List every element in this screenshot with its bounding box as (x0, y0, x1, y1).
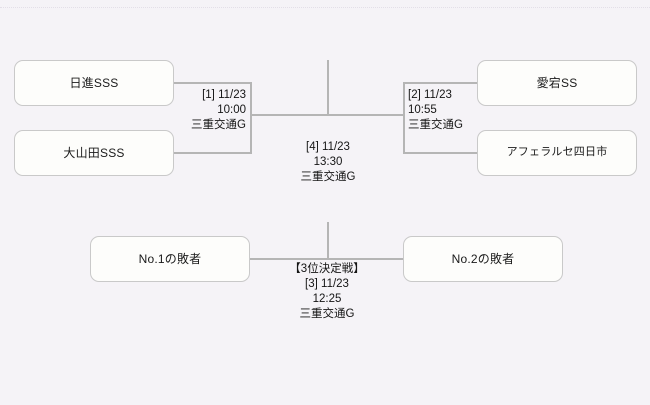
connector-left-top-stub (174, 82, 252, 84)
connector-third-right-stub (327, 258, 405, 260)
match-2-time: 10:55 (408, 104, 437, 116)
slot-left-bottom-label: 大山田SSS (63, 145, 125, 160)
slot-right-top[interactable]: 愛宕SS (477, 60, 637, 106)
connector-third-drop (327, 222, 329, 260)
match-3-time: 12:25 (312, 293, 342, 305)
slot-left-top-label: 日進SSS (69, 75, 119, 90)
match-2-info: [2] 11/23 10:55 三重交通G (408, 88, 478, 133)
slot-right-top-label: 愛宕SS (536, 75, 578, 90)
match-4-date: [4] 11/23 (306, 141, 350, 153)
match-3-heading: 【3位決定戦】 (289, 263, 365, 275)
connector-right-bottom-stub (403, 152, 479, 154)
match-3-venue: 三重交通G (299, 308, 355, 320)
match-1-info: [1] 11/23 10:00 三重交通G (178, 88, 246, 133)
match-3-info: 【3位決定戦】 [3] 11/23 12:25 三重交通G (257, 262, 397, 322)
match-2-venue: 三重交通G (408, 119, 463, 131)
slot-third-left-label: No.1の敗者 (138, 251, 202, 266)
slot-left-top[interactable]: 日進SSS (14, 60, 174, 106)
slot-right-bottom[interactable]: アフェラルセ四日市 (477, 130, 637, 176)
slot-third-right-label: No.2の敗者 (451, 251, 515, 266)
slot-third-left[interactable]: No.1の敗者 (90, 236, 250, 282)
connector-right-top-stub (403, 82, 479, 84)
match-1-date: [1] 11/23 (202, 89, 246, 101)
connector-left-spine (250, 82, 252, 154)
match-2-date: [2] 11/23 (408, 89, 452, 101)
connector-right-spine (403, 82, 405, 154)
connector-left-output (250, 114, 328, 116)
page-top-divider (0, 7, 650, 9)
connector-third-left-stub (250, 258, 328, 260)
connector-right-output (327, 114, 405, 116)
connector-left-bottom-stub (174, 152, 252, 154)
match-4-time: 13:30 (313, 156, 343, 168)
match-3-date: [3] 11/23 (305, 278, 349, 290)
match-4-info: [4] 11/23 13:30 三重交通G (268, 140, 388, 185)
slot-third-right[interactable]: No.2の敗者 (403, 236, 563, 282)
match-1-venue: 三重交通G (191, 119, 246, 131)
slot-left-bottom[interactable]: 大山田SSS (14, 130, 174, 176)
match-1-time: 10:00 (217, 104, 246, 116)
connector-final-drop (327, 60, 329, 116)
match-4-venue: 三重交通G (300, 171, 356, 183)
slot-right-bottom-label: アフェラルセ四日市 (506, 146, 608, 159)
